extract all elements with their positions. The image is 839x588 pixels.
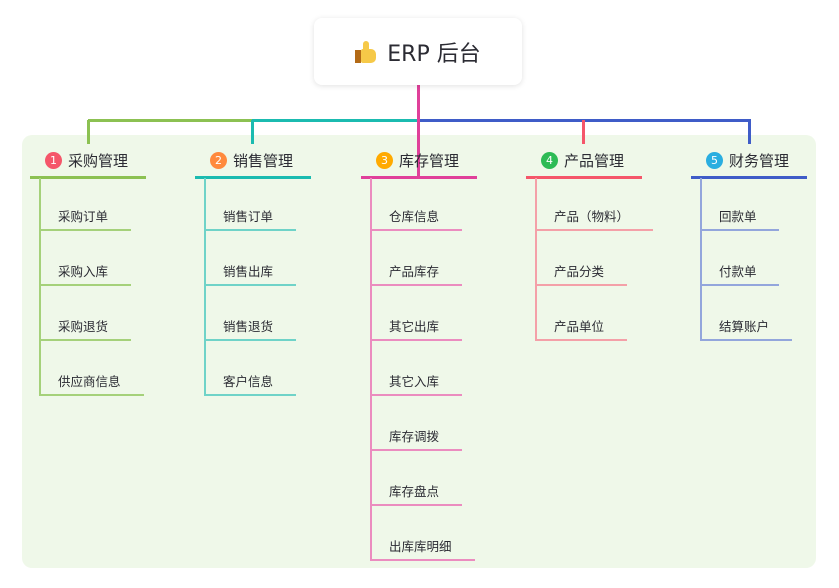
child-node[interactable]: 回款单	[719, 209, 757, 224]
child-underline	[370, 394, 462, 396]
number-badge: 4	[541, 151, 558, 169]
child-underline	[700, 229, 779, 231]
child-underline	[370, 229, 462, 231]
child-node[interactable]: 仓库信息	[389, 209, 440, 224]
child-underline	[39, 284, 131, 286]
branch-4[interactable]: 4 产品管理	[541, 150, 624, 170]
child-underline	[370, 339, 462, 341]
child-underline	[535, 229, 653, 231]
branch-title: 产品管理	[564, 151, 625, 170]
branch-underline-2	[195, 176, 311, 179]
child-underline	[370, 284, 462, 286]
branch-underline-4	[526, 176, 642, 179]
child-trunk-5	[700, 178, 702, 341]
connector-drop-4	[582, 120, 585, 144]
child-node[interactable]: 产品（物料）	[554, 209, 630, 224]
child-underline	[370, 449, 462, 451]
child-node[interactable]: 销售出库	[223, 264, 274, 279]
child-node[interactable]: 结算账户	[719, 319, 770, 334]
child-node[interactable]: 产品单位	[554, 319, 605, 334]
mindmap-background	[22, 135, 816, 568]
child-node[interactable]: 其它入库	[389, 374, 440, 389]
root-node[interactable]: ERP 后台	[314, 18, 522, 85]
child-node[interactable]: 付款单	[719, 264, 757, 279]
branch-2[interactable]: 2 销售管理	[210, 150, 293, 170]
child-node[interactable]: 采购入库	[58, 264, 109, 279]
child-node[interactable]: 产品库存	[389, 264, 440, 279]
number-badge: 3	[376, 151, 393, 169]
number-badge: 5	[706, 151, 723, 169]
connector-drop-5	[748, 120, 751, 144]
child-node[interactable]: 库存调拨	[389, 429, 440, 444]
branch-title: 库存管理	[399, 151, 460, 170]
child-underline	[370, 504, 462, 506]
child-node[interactable]: 供应商信息	[58, 374, 121, 389]
child-node[interactable]: 出库库明细	[389, 539, 452, 554]
child-underline	[39, 339, 131, 341]
child-node[interactable]: 销售订单	[223, 209, 274, 224]
child-underline	[39, 229, 131, 231]
branch-title: 采购管理	[68, 151, 129, 170]
child-node[interactable]: 采购退货	[58, 319, 109, 334]
branch-underline-1	[30, 176, 146, 179]
root-title: ERP 后台	[387, 41, 481, 67]
child-node[interactable]: 其它出库	[389, 319, 440, 334]
connector-drop-2	[251, 120, 254, 144]
branch-1[interactable]: 1 采购管理	[45, 150, 128, 170]
child-underline	[204, 339, 296, 341]
branch-underline-5	[691, 176, 807, 179]
child-node[interactable]: 销售退货	[223, 319, 274, 334]
child-underline	[700, 339, 792, 341]
connector-h-1	[88, 119, 254, 122]
child-underline	[204, 284, 296, 286]
child-trunk-3	[370, 178, 372, 561]
branch-3[interactable]: 3 库存管理	[376, 150, 459, 170]
child-underline	[535, 284, 627, 286]
child-node[interactable]: 客户信息	[223, 374, 274, 389]
child-underline	[370, 559, 475, 561]
child-trunk-2	[204, 178, 206, 396]
child-underline	[204, 394, 296, 396]
connector-h-2	[252, 119, 420, 122]
connector-drop-3	[417, 85, 420, 178]
child-underline	[204, 229, 296, 231]
branch-title: 销售管理	[233, 151, 294, 170]
number-badge: 2	[210, 151, 227, 169]
thumbs-up-icon	[355, 40, 377, 64]
child-underline	[700, 284, 779, 286]
child-trunk-1	[39, 178, 41, 396]
branch-underline-3	[361, 176, 477, 179]
connector-drop-1	[87, 120, 90, 144]
child-node[interactable]: 采购订单	[58, 209, 109, 224]
number-badge: 1	[45, 151, 62, 169]
child-underline	[535, 339, 627, 341]
child-node[interactable]: 库存盘点	[389, 484, 440, 499]
branch-title: 财务管理	[729, 151, 790, 170]
child-underline	[39, 394, 144, 396]
child-node[interactable]: 产品分类	[554, 264, 605, 279]
child-trunk-4	[535, 178, 537, 341]
branch-5[interactable]: 5 财务管理	[706, 150, 789, 170]
